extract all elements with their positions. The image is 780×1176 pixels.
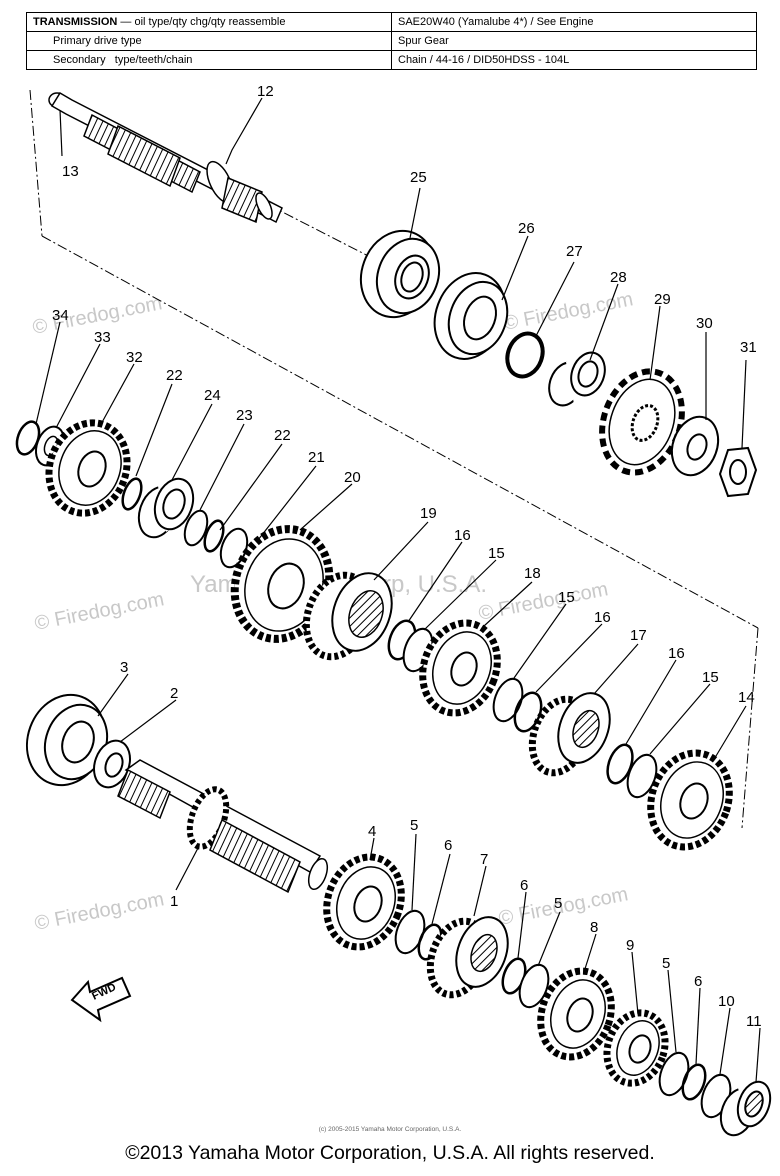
drive-axle-1 [117, 759, 329, 894]
callout-10: 10 [718, 993, 735, 1010]
callout-21: 21 [308, 449, 325, 466]
circlip-22b [203, 519, 225, 553]
bearing-11 [719, 1080, 772, 1137]
spec-value: Chain / 44-16 / DID50HDSS - 104L [391, 50, 757, 70]
callout-24: 24 [204, 387, 221, 404]
collar-28 [548, 351, 606, 407]
gear-8 [537, 967, 615, 1061]
gear-4 [323, 853, 405, 951]
gear-18 [419, 619, 501, 717]
small-copyright: (c) 2005-2015 Yamaha Motor Corporation, … [318, 1126, 462, 1133]
copyright-footer: ©2013 Yamaha Motor Corporation, U.S.A. A… [125, 1142, 655, 1164]
nut-31 [718, 446, 758, 498]
callout-9: 9 [626, 937, 634, 954]
callout-5: 5 [662, 955, 670, 972]
main-axle [48, 91, 283, 224]
callout-31: 31 [740, 339, 757, 356]
callout-27: 27 [566, 243, 583, 260]
gear-14 [647, 749, 733, 851]
spec-label-rest: — oil type/qty chg/qty reassemble [117, 16, 286, 28]
drive-sprocket-29 [599, 368, 685, 476]
spacer-2 [93, 739, 131, 789]
bushing-24 [137, 477, 195, 539]
leader-lines [35, 97, 761, 1083]
callout-30: 30 [696, 315, 713, 332]
callout-29: 29 [654, 291, 671, 308]
bearing-3 [25, 693, 109, 787]
watermark-firedog: © Firedog.com [33, 888, 166, 935]
washer-23 [183, 509, 209, 547]
washer-5b [518, 963, 550, 1009]
callout-15: 15 [558, 589, 575, 606]
circlip-22a [121, 477, 143, 511]
callout-33: 33 [94, 329, 111, 346]
callout-4: 4 [368, 823, 376, 840]
spec-row-transmission: TRANSMISSION — oil type/qty chg/qty reas… [26, 12, 757, 32]
callout-8: 8 [590, 919, 598, 936]
washer-15c [626, 753, 658, 799]
fwd-arrow-icon: FWD [70, 976, 132, 1023]
callout-19: 19 [420, 505, 437, 522]
gear-19 [302, 571, 393, 661]
callout-15: 15 [702, 669, 719, 686]
callout-16: 16 [594, 609, 611, 626]
gear-32 [45, 419, 131, 517]
spec-label: Secondary type/teeth/chain [26, 50, 392, 70]
spec-value: SAE20W40 (Yamalube 4*) / See Engine [391, 12, 757, 32]
watermark-firedog: © Firedog.com [33, 588, 166, 635]
callout-3: 3 [120, 659, 128, 676]
callout-1: 1 [170, 893, 178, 910]
callout-20: 20 [344, 469, 361, 486]
callout-12: 12 [257, 83, 274, 100]
callout-22: 22 [166, 367, 183, 384]
circlip-6c [681, 1063, 707, 1101]
callout-6: 6 [444, 837, 452, 854]
callout-15: 15 [488, 545, 505, 562]
callout-22: 22 [274, 427, 291, 444]
callout-5: 5 [410, 817, 418, 834]
callout-numbers: 12 13 25 26 27 28 29 30 31 34 33 32 22 2… [52, 83, 762, 1030]
callout-5: 5 [554, 895, 562, 912]
lock-washer-30 [670, 415, 720, 477]
spec-table: TRANSMISSION — oil type/qty chg/qty reas… [26, 12, 757, 70]
callout-18: 18 [524, 565, 541, 582]
callout-17: 17 [630, 627, 647, 644]
callout-13: 13 [62, 163, 79, 180]
watermark-firedog: © Firedog.com [502, 288, 635, 335]
watermark-firedog: © Firedog.com [497, 883, 630, 930]
spec-row-secondary: Secondary type/teeth/chain Chain / 44-16… [26, 50, 757, 70]
callout-25: 25 [410, 169, 427, 186]
spec-label-bold: TRANSMISSION [33, 16, 118, 28]
watermark-firedog: © Firedog.com [477, 578, 610, 625]
callout-23: 23 [236, 407, 253, 424]
gear-9 [603, 1009, 669, 1087]
bearing-25 [359, 229, 441, 319]
callout-26: 26 [518, 220, 535, 237]
callout-28: 28 [610, 269, 627, 286]
callout-6: 6 [694, 973, 702, 990]
callout-14: 14 [738, 689, 755, 706]
callout-16: 16 [668, 645, 685, 662]
gear-7 [426, 916, 509, 999]
callout-32: 32 [126, 349, 143, 366]
callout-11: 11 [746, 1013, 762, 1030]
callout-6: 6 [520, 877, 528, 894]
callout-16: 16 [454, 527, 471, 544]
o-ring-27 [505, 331, 545, 379]
callout-2: 2 [170, 685, 178, 702]
gear-17 [528, 692, 611, 777]
bearing-26 [433, 272, 509, 360]
callout-7: 7 [480, 851, 488, 868]
callout-34: 34 [52, 307, 69, 324]
washer-5c [658, 1051, 690, 1097]
